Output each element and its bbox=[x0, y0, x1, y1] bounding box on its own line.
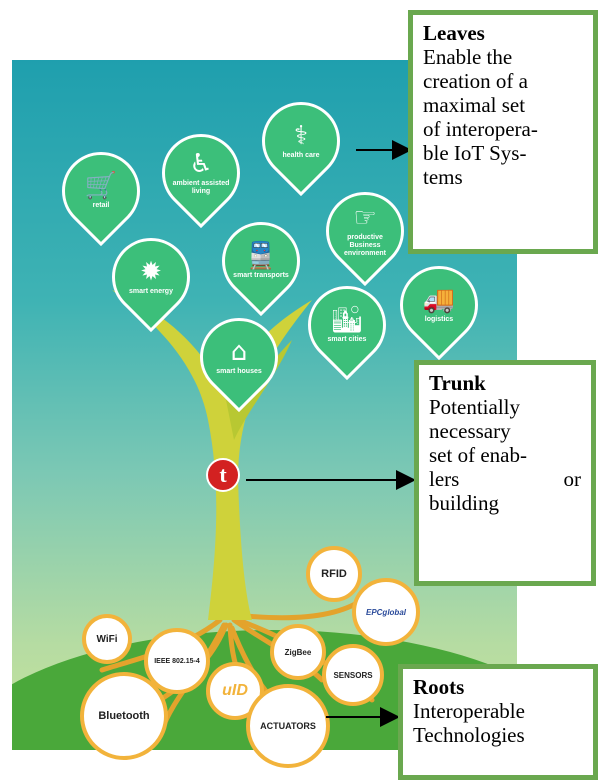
root-actuators: ACTUATORS bbox=[246, 684, 330, 768]
root-sensors: SENSORS bbox=[322, 644, 384, 706]
root-bluetooth: Bluetooth bbox=[80, 672, 168, 760]
house-icon: ⌂ bbox=[230, 337, 248, 367]
root-ieee-802-15-4: IEEE 802.15-4 bbox=[144, 628, 210, 694]
callout-leaves: Leaves Enable the creation of a maximal … bbox=[408, 10, 598, 254]
root-epcglobal: EPCglobal bbox=[352, 578, 420, 646]
callout-trunk: Trunk Potentially necessary set of enab-… bbox=[414, 360, 596, 586]
callout-roots-title: Roots bbox=[413, 675, 465, 699]
callout-leaves-title: Leaves bbox=[423, 21, 485, 45]
root-zigbee: ZigBee bbox=[270, 624, 326, 680]
pointing-hand-icon: ☞ bbox=[353, 203, 377, 233]
trunk-logo: t bbox=[206, 458, 240, 492]
callout-trunk-title: Trunk bbox=[429, 371, 486, 395]
wheelchair-icon: ♿ bbox=[189, 149, 213, 179]
truck-icon: 🚚 bbox=[422, 285, 456, 315]
cart-icon: 🛒 bbox=[84, 171, 118, 201]
train-icon: 🚆 bbox=[244, 241, 278, 271]
root-rfid: RFID bbox=[306, 546, 362, 602]
stethoscope-icon: ⚕ bbox=[293, 121, 309, 151]
root-wifi: WiFi bbox=[82, 614, 132, 664]
callout-roots: Roots Interoperable Technologies bbox=[398, 664, 598, 780]
city-icon: 🏙 bbox=[330, 305, 364, 335]
energy-burst-icon: ✹ bbox=[140, 257, 162, 287]
